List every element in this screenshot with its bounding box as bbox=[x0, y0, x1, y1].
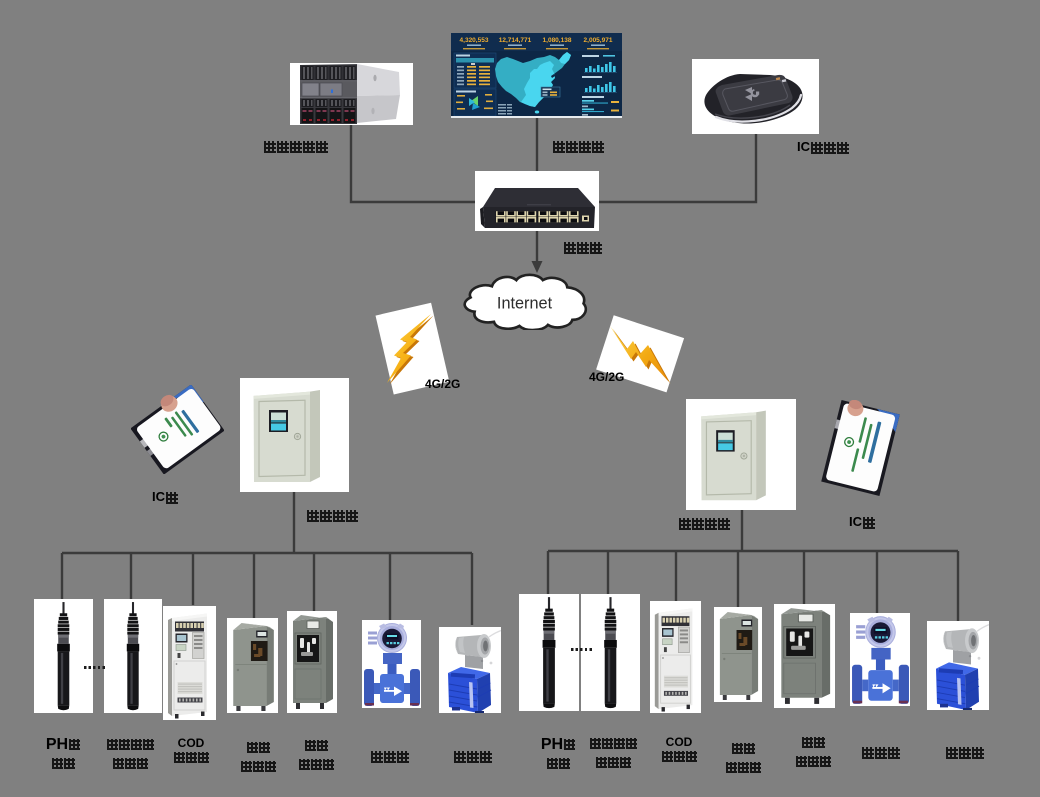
svg-text:1,080,138: 1,080,138 bbox=[543, 37, 572, 44]
svg-text:2,005,971: 2,005,971 bbox=[584, 37, 613, 44]
svg-text:4,320,553: 4,320,553 bbox=[460, 37, 489, 44]
svg-text:Internet: Internet bbox=[497, 295, 553, 313]
svg-text:12,714,771: 12,714,771 bbox=[499, 37, 532, 44]
